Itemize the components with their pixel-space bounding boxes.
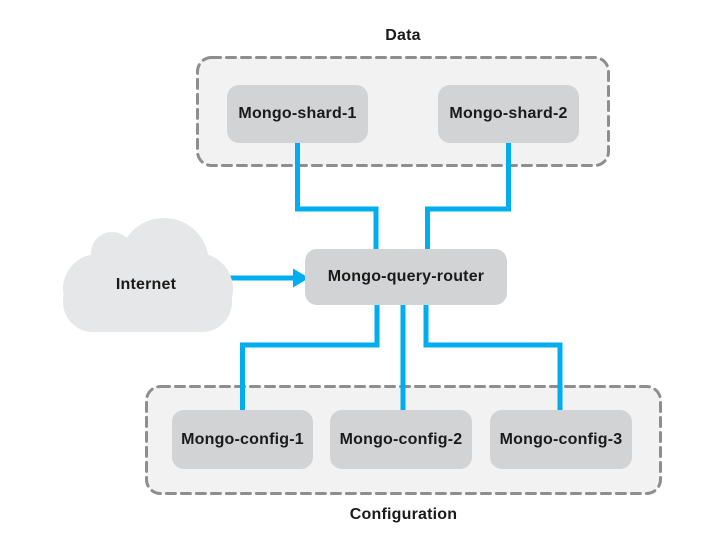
internet-cloud-icon bbox=[63, 218, 233, 332]
data-group-label: Data bbox=[385, 27, 421, 44]
edge-router-config3 bbox=[423, 302, 563, 413]
edge-shard2-router bbox=[425, 140, 511, 253]
edge-internet-router-arrowhead bbox=[293, 268, 309, 288]
edge-router-config1 bbox=[240, 302, 380, 413]
edge-shard1-router bbox=[295, 140, 379, 253]
node-mongo-shard-1: Mongo-shard-1 bbox=[227, 85, 368, 143]
node-mongo-shard-2: Mongo-shard-2 bbox=[438, 85, 579, 143]
node-mongo-query-router: Mongo-query-router bbox=[305, 249, 507, 305]
configuration-group-label: Configuration bbox=[349, 506, 458, 523]
node-mongo-config-1: Mongo-config-1 bbox=[172, 410, 313, 469]
internet-cloud-label: Internet bbox=[115, 276, 177, 293]
node-mongo-config-2: Mongo-config-2 bbox=[330, 410, 472, 469]
node-mongo-config-3: Mongo-config-3 bbox=[490, 410, 632, 469]
